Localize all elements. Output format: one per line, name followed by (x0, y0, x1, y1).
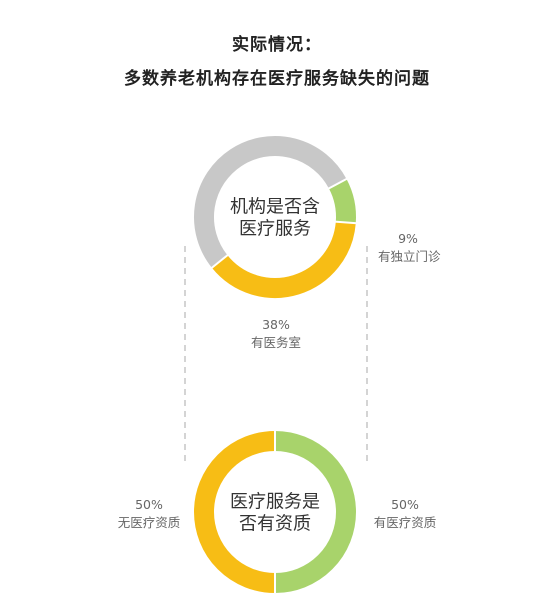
label-medical-room-value: 38% (262, 317, 290, 332)
title-line-2: 多数养老机构存在医疗服务缺失的问题 (124, 69, 430, 89)
slice-separator (210, 253, 229, 270)
label-independent-clinic: 9% 有独立门诊 (378, 230, 441, 266)
donut-slice-0 (328, 178, 356, 224)
label-medical-room-name: 有医务室 (250, 335, 301, 350)
donut-slice-1 (194, 431, 276, 593)
title-line-1: 实际情况： (232, 35, 322, 55)
label-medical-room: 38% 有医务室 (236, 316, 316, 352)
label-no-qualification: 50% 无医疗资质 (104, 496, 194, 532)
label-has-qualification-name: 有医疗资质 (373, 515, 437, 530)
donut-slice-0 (274, 431, 356, 593)
label-independent-clinic-value: 9% (398, 231, 418, 246)
slice-separator (334, 220, 357, 225)
donut-center-label-line: 医疗服务是 (230, 491, 320, 512)
label-no-qualification-value: 50% (135, 497, 163, 512)
label-has-qualification-value: 50% (391, 497, 419, 512)
donut-slice-2 (194, 136, 347, 268)
donut-center-label-line: 否有资质 (239, 513, 311, 534)
label-no-qualification-name: 无医疗资质 (117, 515, 181, 530)
slice-separator (327, 177, 348, 190)
donut-center-label-line: 机构是否含 (230, 196, 320, 217)
label-has-qualification: 50% 有医疗资质 (360, 496, 450, 532)
donut-center-label-line: 医疗服务 (239, 218, 311, 239)
label-independent-clinic-name: 有独立门诊 (378, 249, 441, 264)
donut-slice-1 (211, 221, 356, 298)
